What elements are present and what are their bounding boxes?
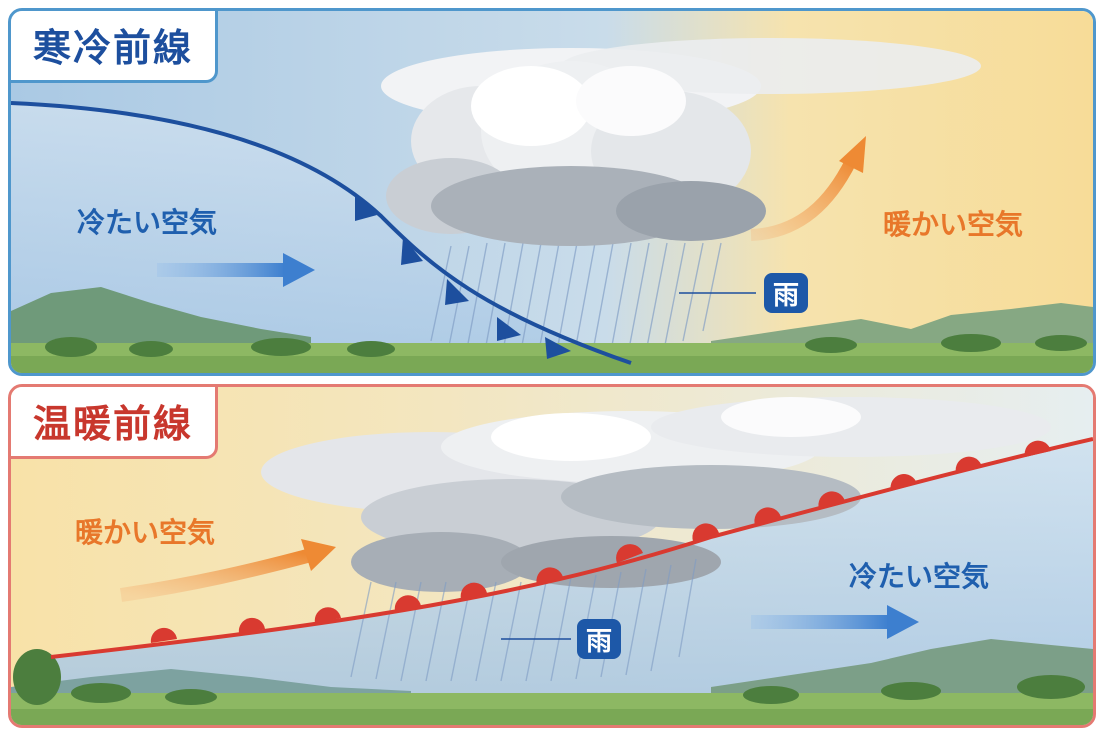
warm-front-semicircles: [150, 440, 1051, 643]
rain-streaks: [430, 242, 722, 352]
warm-front-title: 温暖前線: [11, 387, 219, 459]
cold-front-illustration: [11, 11, 1093, 373]
warm-air-arrow: [120, 539, 336, 602]
warm-front-panel: 温暖前線 暖かい空気 冷たい空気 雨: [8, 384, 1096, 728]
cold-front-title: 寒冷前線: [11, 11, 219, 83]
cold-air-arrow: [157, 253, 315, 287]
warm-front-illustration: [11, 387, 1093, 725]
cold-air-arrow: [751, 605, 919, 639]
cold-air-label: 冷たい空気: [77, 206, 218, 239]
warm-air-label: 暖かい空気: [883, 208, 1024, 241]
warm-air-label: 暖かい空気: [75, 516, 216, 549]
cold-front-panel: 寒冷前線 冷たい空気 暖かい空気 雨: [8, 8, 1096, 376]
rain-badge: 雨: [577, 619, 621, 659]
cold-air-label: 冷たい空気: [849, 560, 990, 593]
warm-air-rising-arrow: [750, 136, 866, 241]
cold-front-line: [11, 101, 632, 365]
rain-badge: 雨: [764, 273, 808, 313]
cumulonimbus-cloud: [381, 38, 981, 246]
cold-front-triangles: [355, 193, 571, 359]
